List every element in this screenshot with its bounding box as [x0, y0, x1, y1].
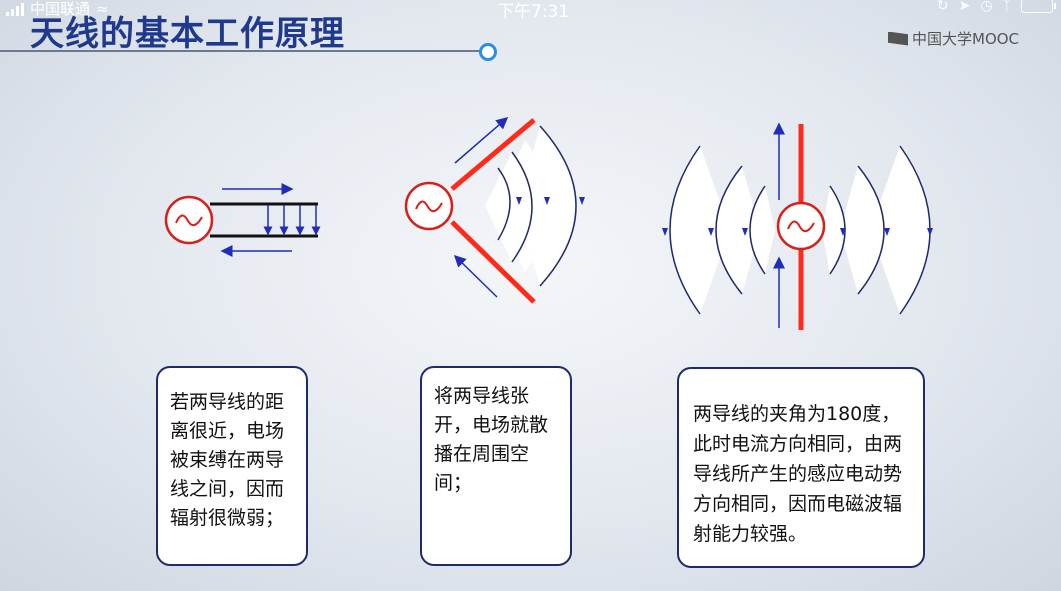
title-underline — [0, 50, 486, 52]
source-icon-3 — [776, 201, 826, 251]
rotation-lock-icon: ↻ — [936, 0, 949, 14]
alarm-icon: ◷ — [980, 0, 993, 14]
signal-icon — [6, 2, 24, 16]
slide-title: 天线的基本工作原理 — [30, 14, 345, 54]
diagram-opened-wires — [404, 117, 585, 304]
source-icon-2 — [404, 181, 454, 231]
wifi-icon: ≈ — [96, 0, 109, 18]
bluetooth-icon: ᛉ — [1002, 0, 1011, 14]
mooc-logo-icon — [888, 31, 908, 46]
carrier-group: 中国联通 ≈ — [6, 0, 109, 19]
mooc-logo: 中国大学MOOC — [888, 28, 1019, 49]
explanation-panel-2: 将两导线张开，电场就散播在周围空间； — [420, 366, 572, 566]
mooc-logo-text: 中国大学MOOC — [912, 30, 1020, 48]
diagram-dipole — [662, 122, 933, 330]
explanation-panel-3: 两导线的夹角为180度，此时电流方向相同，由两导线所产生的感应电动势方向相同，因… — [677, 367, 925, 568]
status-time: 下午7:31 — [497, 2, 570, 22]
battery-icon — [1021, 0, 1056, 13]
status-bar: 中国联通 ≈ 下午7:31 ↻ ➤ ◷ ᛉ — [0, 0, 1061, 22]
status-icons: ↻ ➤ ◷ ᛉ — [936, 0, 1056, 14]
progress-dot[interactable] — [479, 43, 497, 61]
explanation-panel-1: 若两导线的距离很近，电场被束缚在两导线之间，因而辐射很微弱； — [156, 366, 308, 566]
source-icon-1 — [164, 195, 214, 245]
diagram-parallel-wires — [164, 183, 321, 257]
location-icon: ➤ — [958, 0, 971, 14]
carrier-name: 中国联通 — [30, 0, 91, 18]
